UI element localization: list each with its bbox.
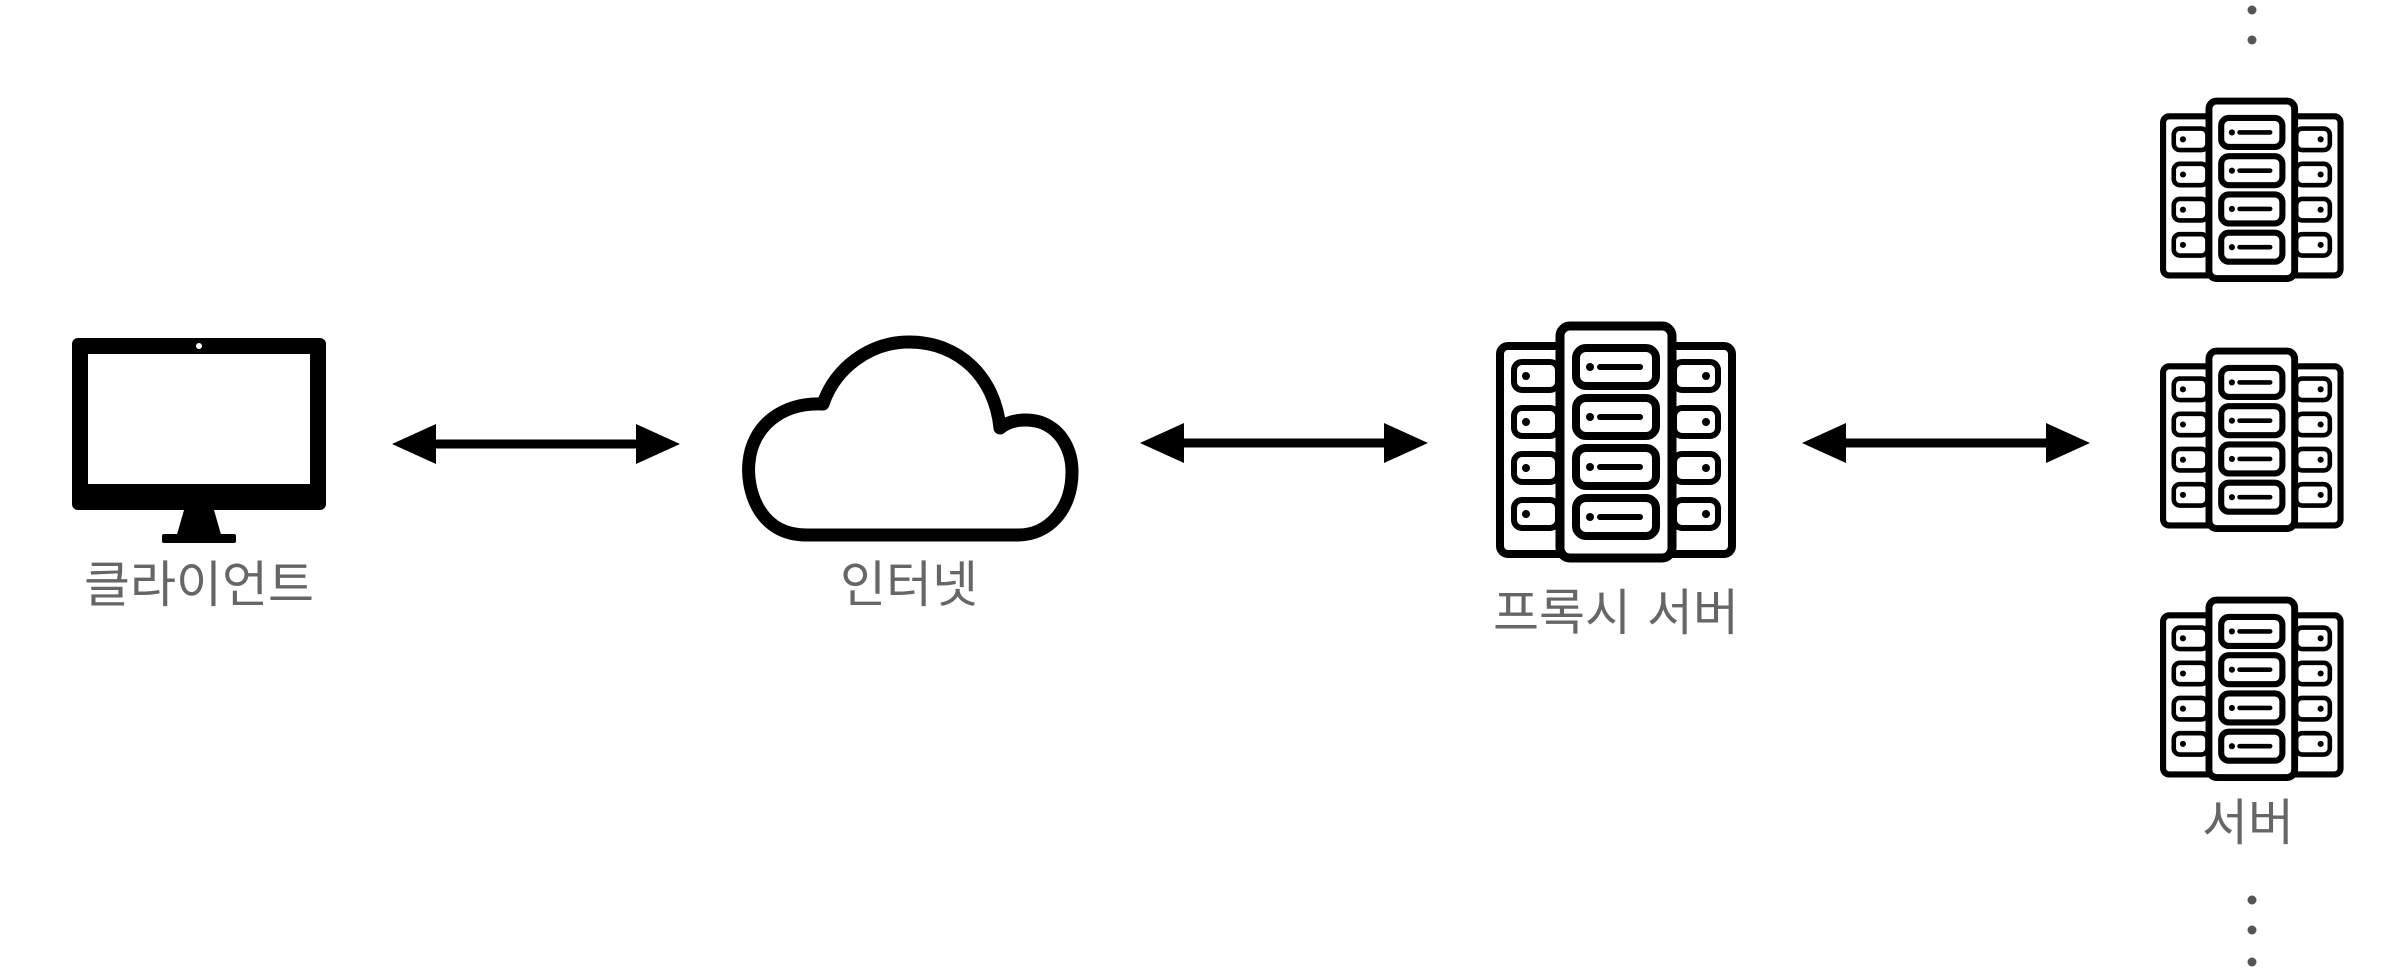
proxy-node: 프록시 서버 (1493, 326, 1739, 642)
arrow-proxy-servers (1802, 423, 2090, 463)
arrow-client-internet (392, 424, 680, 464)
servers-label: 서버 (2202, 794, 2294, 852)
client-label: 클라이언트 (84, 556, 314, 614)
internet-label: 인터넷 (840, 556, 978, 614)
client-node: 클라이언트 (72, 338, 326, 614)
proxy-label: 프록시 서버 (1493, 584, 1739, 642)
server-rack-icon (2163, 351, 2340, 528)
cloud-icon (742, 335, 1079, 542)
ellipsis-bottom (2247, 895, 2257, 967)
ellipsis-top (2247, 5, 2257, 45)
servers-node: 서버 (2163, 5, 2340, 967)
server-rack-icon (2163, 600, 2340, 777)
arrow-internet-proxy (1140, 423, 1428, 463)
internet-node: 인터넷 (742, 335, 1079, 614)
server-rack-icon (2163, 101, 2340, 278)
server-rack-icon (1500, 326, 1732, 558)
monitor-icon (72, 338, 326, 543)
